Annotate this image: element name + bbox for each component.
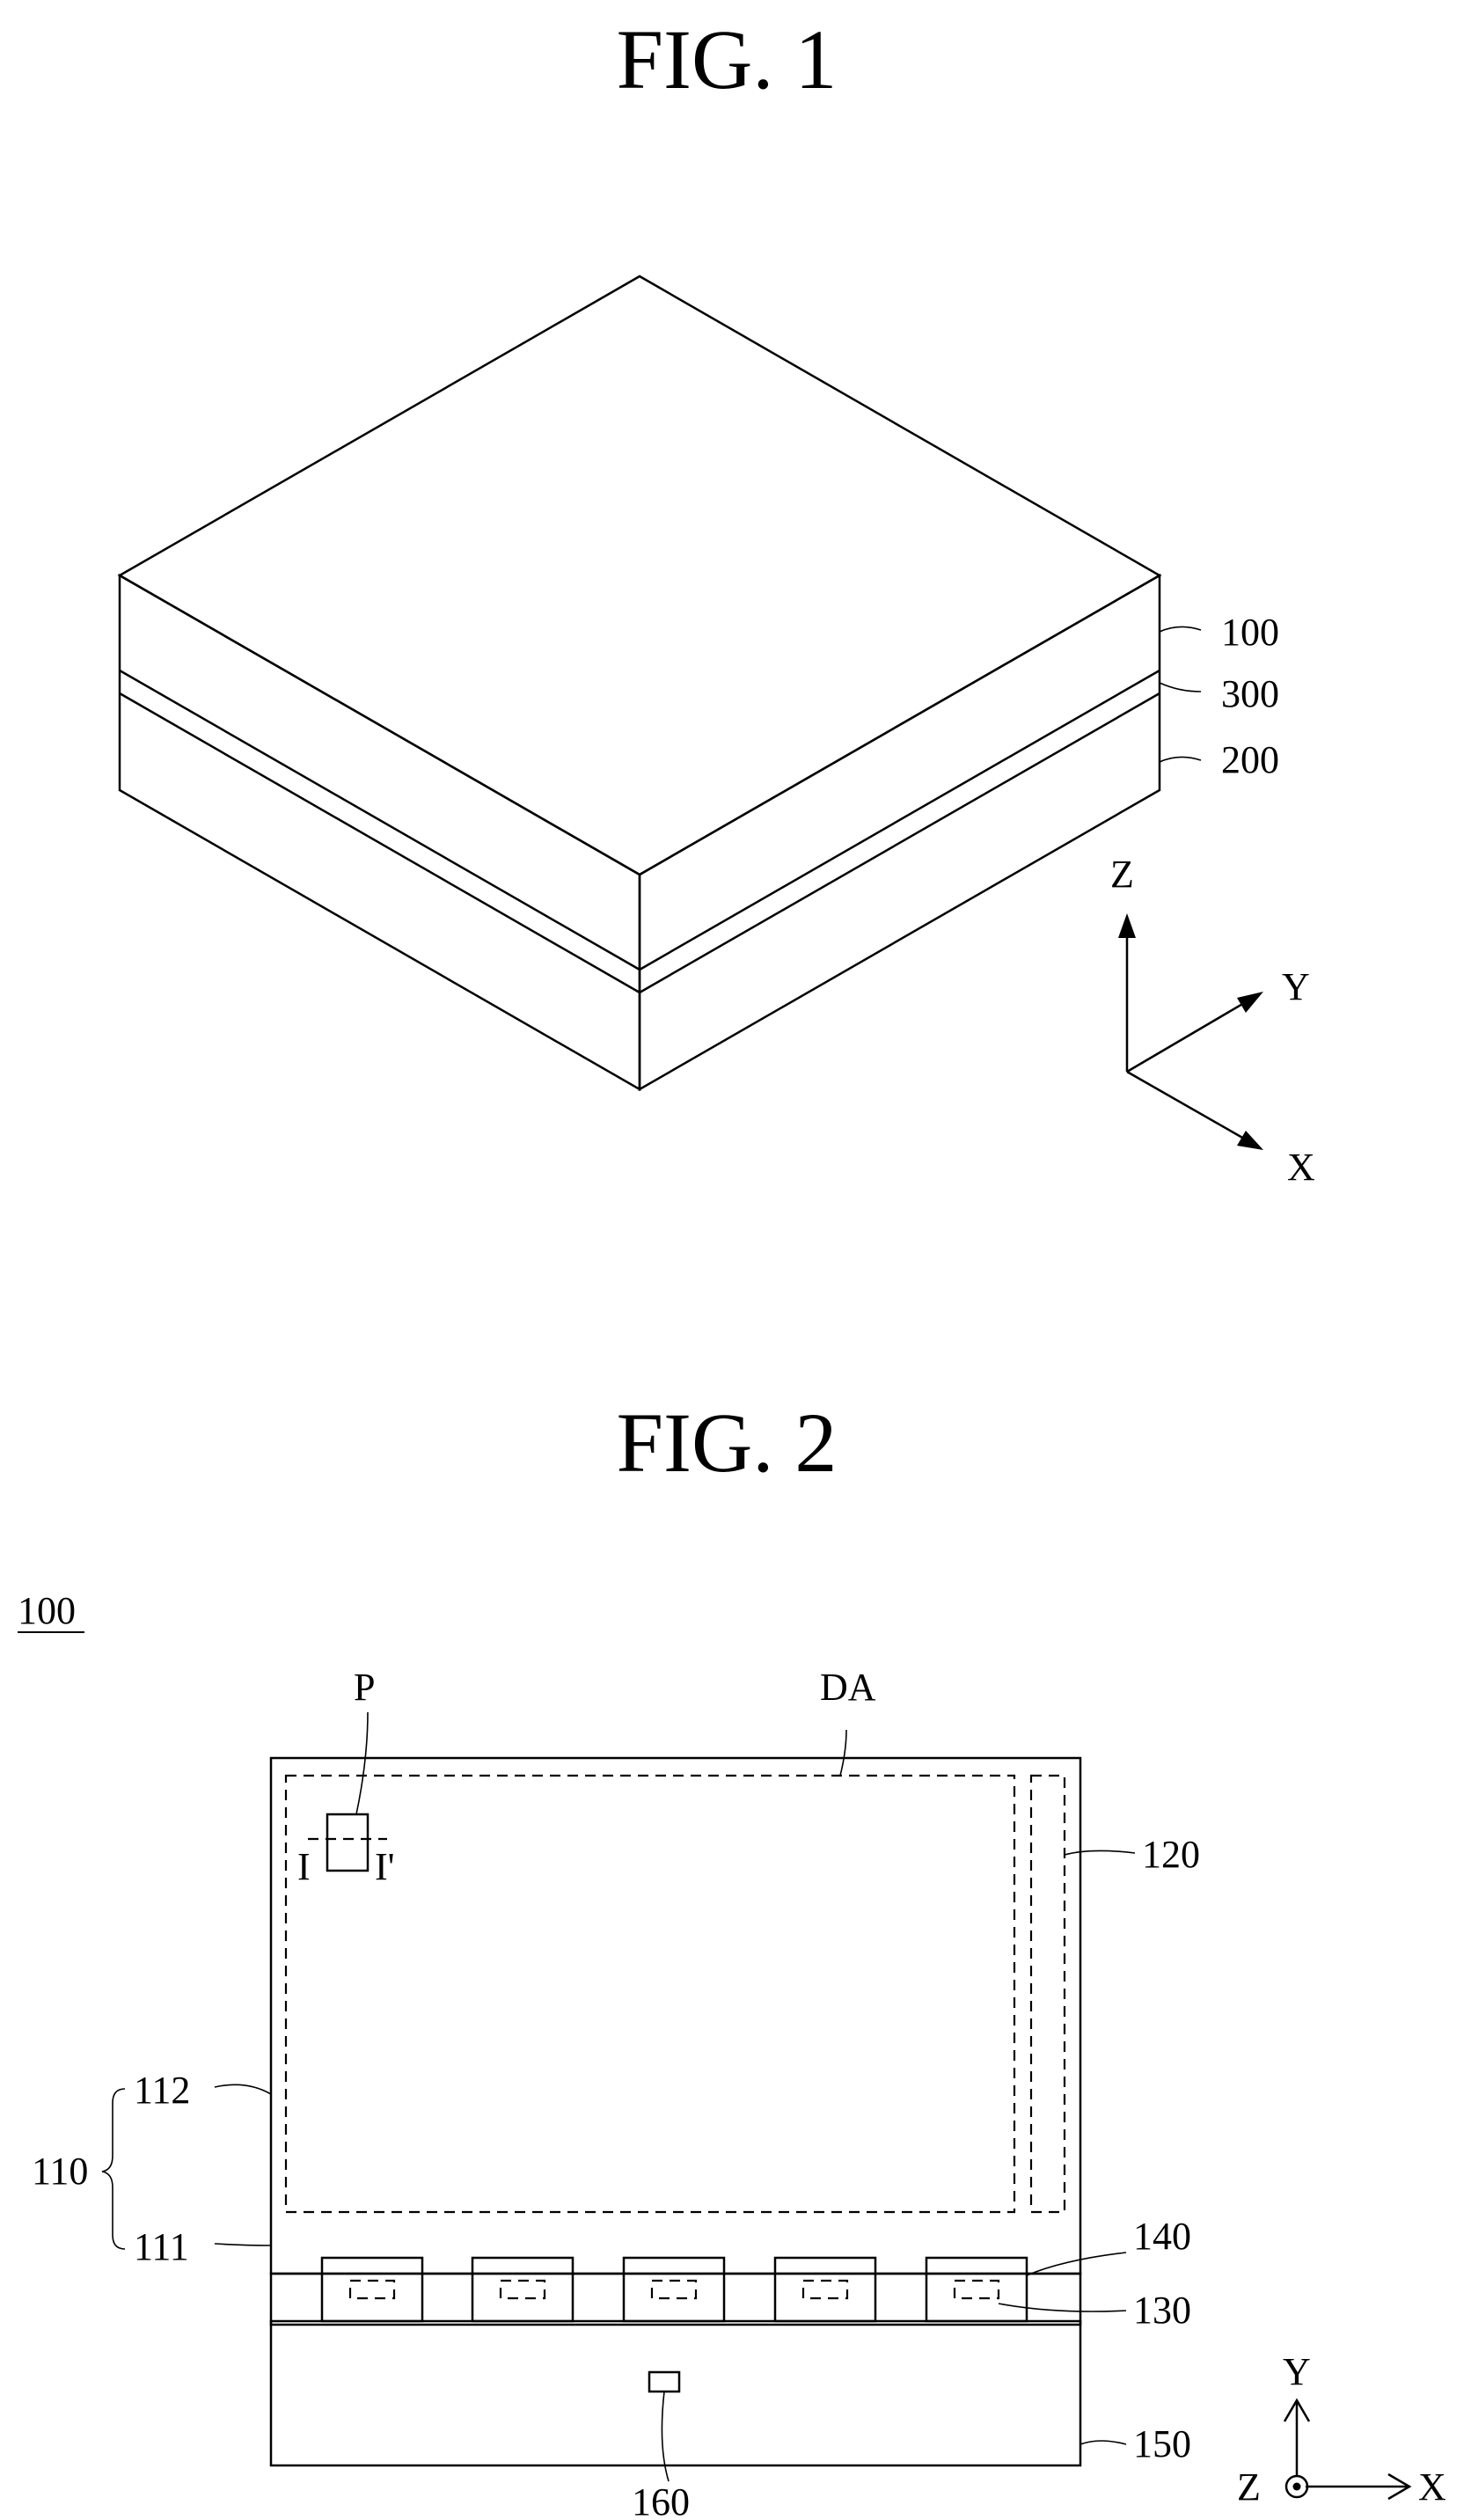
axis-y-label: Y xyxy=(1282,965,1310,1008)
stack-right-face xyxy=(640,575,1160,1089)
flexible-film xyxy=(775,2258,875,2321)
axis-x-label: X xyxy=(1418,2465,1446,2509)
label-140: 140 xyxy=(1133,2215,1191,2258)
leader-112 xyxy=(215,2084,271,2094)
label-150: 150 xyxy=(1133,2422,1191,2465)
leader-130 xyxy=(999,2304,1126,2311)
fig1-title: FIG. 1 xyxy=(617,12,838,106)
z-arrowhead xyxy=(1118,913,1136,938)
leader-160 xyxy=(662,2392,669,2481)
flexible-films xyxy=(322,2258,1027,2321)
label-p: P xyxy=(354,1666,375,1709)
source-drive-ic xyxy=(803,2281,847,2298)
label-112: 112 xyxy=(134,2069,190,2112)
leader-300 xyxy=(1160,683,1201,692)
y-arrowhead xyxy=(1237,992,1263,1013)
fig2-title: FIG. 2 xyxy=(617,1396,838,1490)
fig2-axes xyxy=(1284,2400,1409,2499)
fig1-axes xyxy=(1118,913,1263,1150)
pixel xyxy=(327,1814,368,1871)
axis-y-label: Y xyxy=(1283,2350,1311,2393)
stack-left-face xyxy=(120,575,640,1089)
ref-100: 100 xyxy=(18,1589,76,1632)
leader-150 xyxy=(1080,2441,1126,2444)
flexible-film xyxy=(322,2258,422,2321)
source-drive-ic xyxy=(652,2281,696,2298)
leader-140 xyxy=(1027,2253,1126,2275)
flexible-film xyxy=(472,2258,573,2321)
label-120: 120 xyxy=(1142,1833,1200,1876)
circuit-board xyxy=(271,2321,1080,2465)
x-axis xyxy=(1127,1072,1244,1139)
label-160: 160 xyxy=(632,2480,690,2520)
stack-top-face xyxy=(120,276,1160,875)
source-drive-ic xyxy=(350,2281,394,2298)
axis-z-label: Z xyxy=(1110,853,1134,896)
leader-100 xyxy=(1160,626,1201,632)
source-drive-ic xyxy=(501,2281,545,2298)
figure-2: FIG. 2 100 xyxy=(18,1396,1446,2520)
leader-111 xyxy=(215,2244,271,2245)
figure-1: FIG. 1 100 300 200 Z xyxy=(120,12,1315,1189)
upper-substrate xyxy=(271,1758,1080,2274)
fig2-leaders xyxy=(102,1712,1135,2481)
gate-driver xyxy=(1031,1776,1065,2212)
fig1-leaders xyxy=(1160,626,1201,762)
label-130: 130 xyxy=(1133,2289,1191,2332)
flexible-film xyxy=(926,2258,1027,2321)
label-200: 200 xyxy=(1221,738,1279,781)
label-section-i: I xyxy=(297,1845,311,1888)
layered-stack xyxy=(120,276,1160,1089)
axis-x-label: X xyxy=(1287,1146,1315,1189)
leader-120 xyxy=(1065,1850,1135,1855)
label-100: 100 xyxy=(1221,611,1279,654)
label-300: 300 xyxy=(1221,672,1279,715)
y-axis xyxy=(1127,1003,1244,1072)
leader-200 xyxy=(1160,757,1201,762)
brace-110 xyxy=(102,2089,125,2249)
source-drive-ic xyxy=(955,2281,999,2298)
display-area xyxy=(286,1776,1014,2212)
label-section-i-prime: I' xyxy=(375,1845,395,1888)
leader-p xyxy=(356,1712,368,1814)
label-da: DA xyxy=(820,1666,876,1709)
label-110: 110 xyxy=(32,2150,88,2193)
flexible-film xyxy=(624,2258,724,2321)
label-111: 111 xyxy=(134,2225,189,2268)
leader-da xyxy=(840,1730,846,1776)
axis-z-label: Z xyxy=(1237,2465,1261,2509)
z-axis-dot xyxy=(1293,2483,1301,2491)
x-arrowhead xyxy=(1237,1131,1263,1150)
timing-controller xyxy=(649,2372,679,2392)
